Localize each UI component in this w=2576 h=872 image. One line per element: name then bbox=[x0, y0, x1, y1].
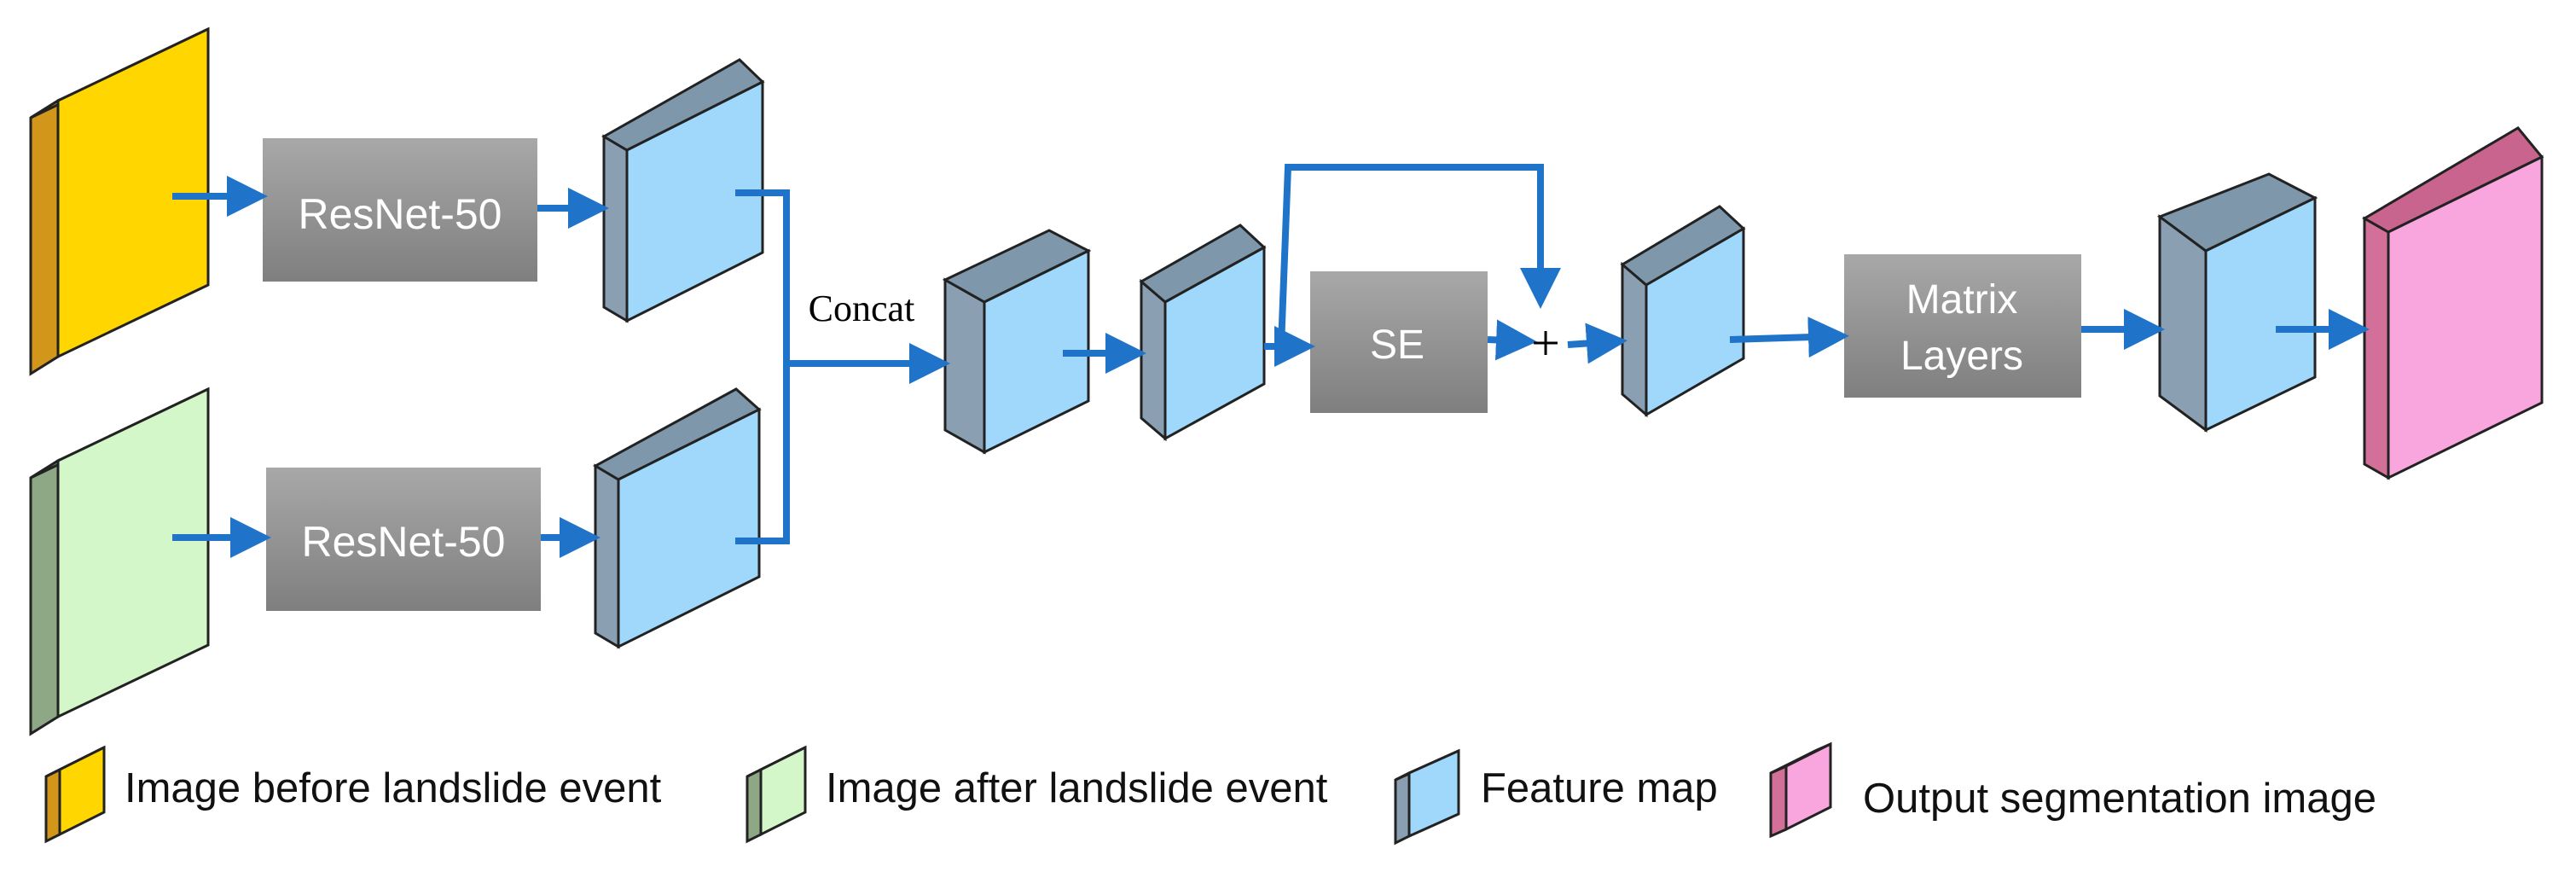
matrix-label-line1: Matrix bbox=[1906, 277, 2018, 323]
input-image-after bbox=[29, 387, 210, 736]
matrix-label-line2: Layers bbox=[1900, 334, 2023, 379]
feature-map-3 bbox=[942, 229, 1092, 455]
feature-map-5 bbox=[1620, 205, 1746, 418]
legend-item-after: Image after landslide event bbox=[746, 745, 1328, 844]
feature-map-4 bbox=[1139, 224, 1267, 442]
skip-connection bbox=[1278, 164, 1561, 347]
feature-map-1 bbox=[601, 58, 765, 323]
output-segmentation-image bbox=[2362, 126, 2544, 480]
feature-map-6 bbox=[2156, 172, 2318, 433]
legend-item-feature: Feature map bbox=[1394, 748, 1718, 846]
se-block: SE bbox=[1310, 271, 1488, 413]
legend-item-output: Output segmentation image bbox=[1769, 741, 2376, 839]
concat-label: Concat bbox=[809, 288, 915, 329]
arrow-se-to-plus bbox=[1487, 319, 1537, 361]
legend-before-label: Image before landslide event bbox=[125, 765, 662, 811]
connectors bbox=[172, 164, 2370, 558]
feature-map-2 bbox=[592, 387, 762, 649]
resnet-top-label: ResNet-50 bbox=[299, 190, 502, 238]
resnet-block-top: ResNet-50 bbox=[263, 138, 537, 282]
legend-after-label: Image after landslide event bbox=[826, 765, 1328, 811]
legend-item-before: Image before landslide event bbox=[44, 745, 662, 844]
plus-sign: + bbox=[1531, 315, 1560, 371]
resnet-bottom-label: ResNet-50 bbox=[302, 518, 506, 566]
arrow-plus-to-feature5 bbox=[1567, 323, 1627, 364]
se-label: SE bbox=[1370, 323, 1424, 368]
legend-output-label: Output segmentation image bbox=[1863, 776, 2376, 822]
matrix-layers-block: Matrix Layers bbox=[1844, 254, 2081, 398]
arrow-feature5-to-matrix bbox=[1729, 317, 1849, 358]
input-image-before bbox=[29, 26, 210, 376]
legend: Image before landslide event Image after… bbox=[44, 741, 2376, 846]
resnet-block-bottom: ResNet-50 bbox=[266, 468, 541, 611]
legend-feature-label: Feature map bbox=[1481, 765, 1718, 811]
